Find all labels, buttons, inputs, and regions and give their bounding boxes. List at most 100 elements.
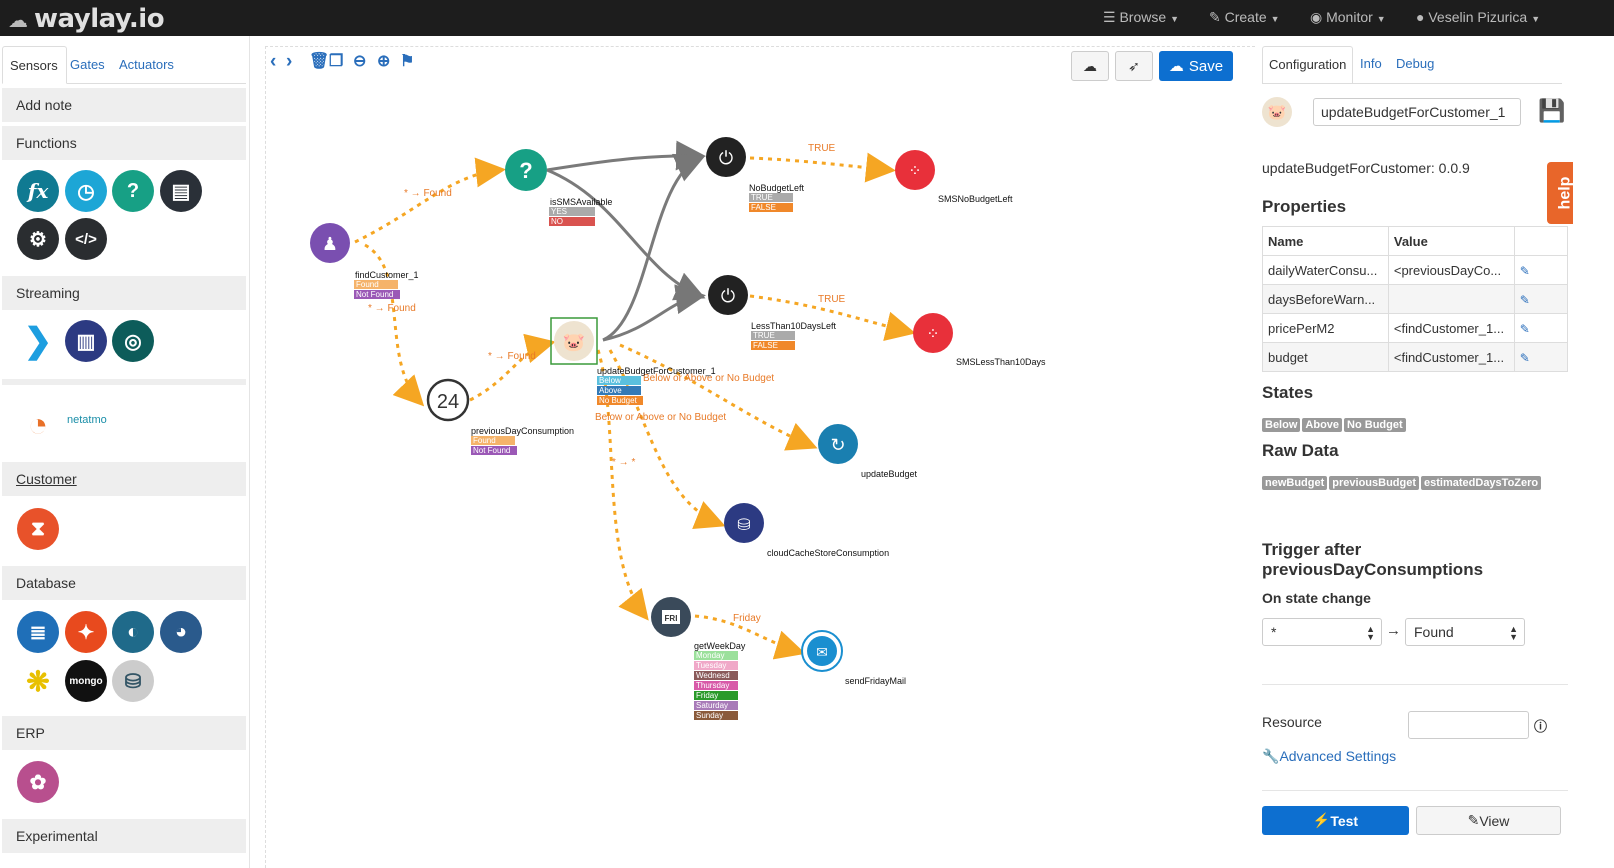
deploy-button[interactable]: ➶ xyxy=(1115,51,1153,81)
stream-chart-icon[interactable]: ▥ xyxy=(65,320,107,362)
nav-user[interactable]: ● Veselin Pizurica▼ xyxy=(1416,9,1541,25)
hive-icon[interactable]: ❋ xyxy=(17,660,59,702)
sun-logo-icon[interactable]: ◔ xyxy=(17,404,59,446)
caret-icon: ▼ xyxy=(1376,14,1386,24)
node-updateBudget[interactable]: ↻ updateBudget xyxy=(818,424,918,479)
section-experimental[interactable]: Experimental xyxy=(2,819,246,853)
tab-sensors[interactable]: Sensors xyxy=(2,46,67,84)
help-tab[interactable]: help xyxy=(1547,162,1573,224)
odoo-icon[interactable]: ✿ xyxy=(17,761,59,803)
code-icon[interactable]: </> xyxy=(65,218,107,260)
tab-actuators[interactable]: Actuators xyxy=(119,57,174,72)
copy-icon[interactable]: ❐ xyxy=(329,53,344,70)
svg-text:TRUE: TRUE xyxy=(753,331,775,340)
app-logo[interactable]: ☁waylay.io xyxy=(8,4,165,34)
edge-friday xyxy=(694,614,806,660)
node-LessThan10DaysLeft[interactable]: ⏻ LessThan10DaysLeft TRUE FALSE xyxy=(708,275,837,350)
svg-text:isSMSAvailable: isSMSAvailable xyxy=(550,197,612,207)
svg-text:TRUE: TRUE xyxy=(751,193,773,202)
edge-label: * → Found xyxy=(404,188,452,199)
svg-text:Found: Found xyxy=(356,280,379,289)
node-updateBudgetForCustomer[interactable]: 🐷 updateBudgetForCustomer_1 Below Above … xyxy=(550,317,716,405)
edge-gray xyxy=(602,284,706,342)
node-SMSLessThan10Days[interactable]: ⁘ SMSLessThan10Days xyxy=(913,313,1046,367)
from-state-select[interactable]: *▲▼ xyxy=(1262,618,1382,646)
node-cloudCacheStoreConsumption[interactable]: ⛁ cloudCacheStoreConsumption xyxy=(724,503,889,558)
to-state-select[interactable]: Found▲▼ xyxy=(1405,618,1525,646)
chevron-left-icon[interactable]: ‹ xyxy=(270,51,277,72)
tab-configuration[interactable]: Configuration xyxy=(1262,46,1354,84)
save-button[interactable]: ☁Save xyxy=(1159,51,1233,81)
section-streaming[interactable]: Streaming xyxy=(2,276,246,310)
nav-browse[interactable]: ☰ Browse▼ xyxy=(1103,9,1180,25)
node-isSMSAvailable[interactable]: ? isSMSAvailable YES NO xyxy=(505,149,612,226)
node-name-input[interactable]: updateBudgetForCustomer_1 xyxy=(1313,98,1521,126)
save-icon[interactable]: 💾 xyxy=(1538,98,1566,123)
edit-icon[interactable]: ✎ xyxy=(1519,350,1530,365)
stream-arrow-icon[interactable]: ❯ xyxy=(17,320,59,362)
node-findCustomer[interactable]: ♟ findCustomer_1 Found Not Found xyxy=(310,223,419,299)
test-button[interactable]: ⚡Test xyxy=(1262,806,1409,835)
tab-debug[interactable]: Debug xyxy=(1396,56,1435,71)
clock-icon[interactable]: ◷ xyxy=(65,170,107,212)
svg-text:Thursday: Thursday xyxy=(696,681,729,690)
state-badge: No Budget xyxy=(1344,418,1406,432)
section-functions[interactable]: Functions xyxy=(2,126,246,160)
cloud-download-button[interactable]: ☁ xyxy=(1071,51,1109,81)
node-SMSNoBudgetLeft[interactable]: ⁘ SMSNoBudgetLeft xyxy=(895,150,1013,204)
zoom-in-icon[interactable]: ⊕ xyxy=(377,53,391,70)
hourglass-icon[interactable]: ⧗ xyxy=(17,508,59,550)
netatmo-logo[interactable]: netatmo xyxy=(67,414,107,426)
view-button[interactable]: ✎ View xyxy=(1416,806,1561,835)
database-icon[interactable]: ≣ xyxy=(17,611,59,653)
section-erp[interactable]: ERP xyxy=(2,716,246,750)
tab-gates[interactable]: Gates xyxy=(70,57,105,72)
node-NoBudgetLeft[interactable]: ⏻ NoBudgetLeft TRUE FALSE xyxy=(706,137,805,212)
task-canvas[interactable] xyxy=(265,46,1255,868)
edge-label: Friday xyxy=(733,613,761,624)
section-customer[interactable]: Customer xyxy=(2,462,246,496)
svg-text:FRI: FRI xyxy=(665,614,678,623)
node-getWeekDay[interactable]: FRI getWeekDay Monday Tuesday Wednesd Th… xyxy=(651,597,746,720)
zoom-out-icon[interactable]: ⊖ xyxy=(353,53,367,70)
edit-icon[interactable]: ✎ xyxy=(1519,263,1530,278)
postgres-icon[interactable]: ◕ xyxy=(160,611,202,653)
piggy-bank-icon: 🐷 xyxy=(1262,97,1292,127)
tab-info[interactable]: Info xyxy=(1360,56,1382,71)
edge-label: TRUE xyxy=(808,143,836,154)
function-fx-icon[interactable]: fx xyxy=(17,170,59,212)
edit-icon[interactable]: ✎ xyxy=(1519,321,1530,336)
section-database[interactable]: Database xyxy=(2,566,246,600)
chevron-right-icon[interactable]: › xyxy=(286,51,293,72)
nav-monitor[interactable]: ◉ Monitor▼ xyxy=(1310,9,1386,25)
mysql-icon[interactable]: ◐ xyxy=(112,611,154,653)
chart-icon[interactable]: ▤ xyxy=(160,170,202,212)
caret-icon: ▼ xyxy=(1270,14,1280,24)
node-previousDayConsumption[interactable]: 24 previousDayConsumption Found Not Foun… xyxy=(426,378,574,455)
add-note-button[interactable]: Add note xyxy=(2,88,246,122)
question-icon[interactable]: ? xyxy=(112,170,154,212)
edge-budget xyxy=(619,343,818,451)
nav-create[interactable]: ✎ Create▼ xyxy=(1209,9,1280,25)
mongolab-icon[interactable]: mongo xyxy=(65,660,107,702)
resource-input[interactable] xyxy=(1408,711,1529,739)
properties-title: Properties xyxy=(1262,197,1347,216)
advanced-settings-link[interactable]: 🔧Advanced Settings xyxy=(1262,748,1397,764)
divider xyxy=(1262,684,1568,685)
info-icon[interactable]: ⓘ xyxy=(1534,719,1548,734)
svg-text:sendFridayMail: sendFridayMail xyxy=(845,676,906,686)
bookmark-icon[interactable]: ⚑ xyxy=(400,53,415,70)
trash-icon[interactable]: 🗑 xyxy=(309,53,330,70)
db-user-icon[interactable]: ⛁ xyxy=(112,660,154,702)
divider xyxy=(1262,790,1568,791)
gear-icon[interactable]: ⚙ xyxy=(17,218,59,260)
node-sendFridayMail[interactable]: ✉ sendFridayMail xyxy=(801,630,906,686)
resource-label: Resource xyxy=(1262,714,1322,730)
list-icon: ☰ xyxy=(1103,9,1120,25)
states-title: States xyxy=(1262,383,1314,402)
stream-target-icon[interactable]: ◎ xyxy=(112,320,154,362)
bird-db-icon[interactable]: ✦ xyxy=(65,611,107,653)
edit-icon[interactable]: ✎ xyxy=(1519,292,1530,307)
